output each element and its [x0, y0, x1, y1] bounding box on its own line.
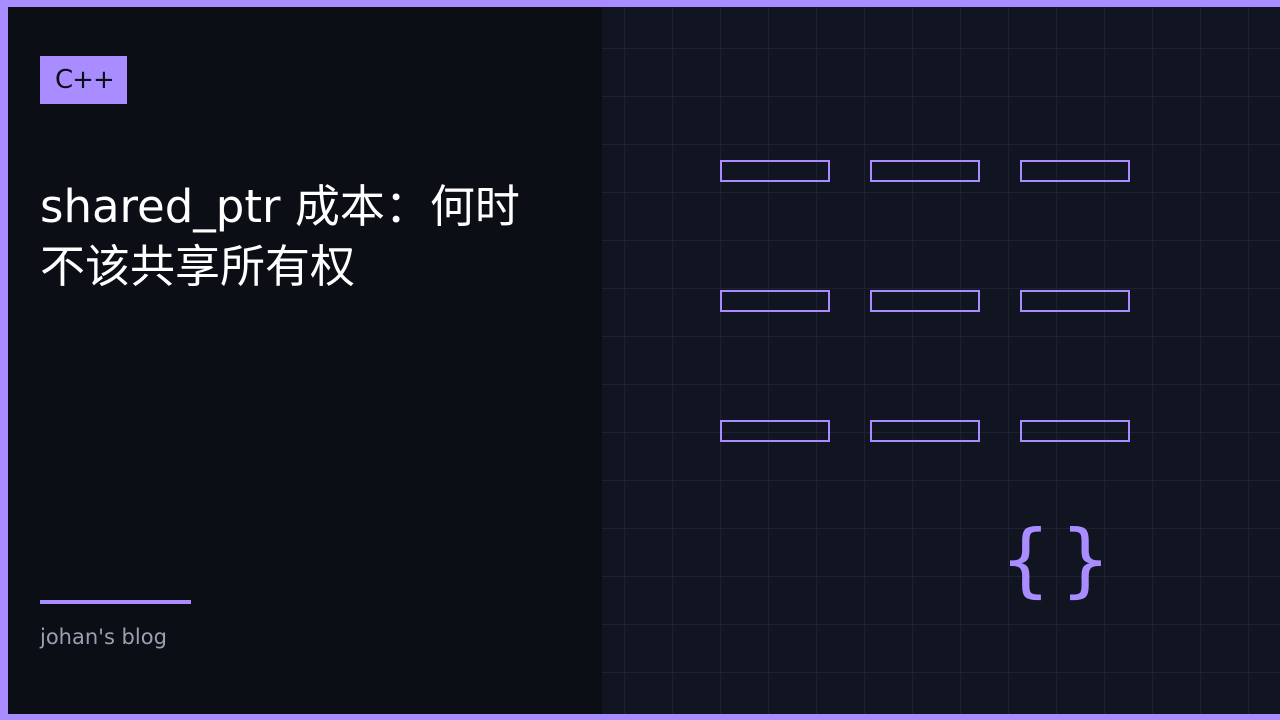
outline-rect-r3c2 [870, 420, 980, 442]
grid-decoration-panel: { } [602, 7, 1280, 714]
outline-rect-r2c3 [1020, 290, 1130, 312]
outline-rect-r2c1 [720, 290, 830, 312]
category-tag: C++ [40, 56, 127, 104]
left-panel: C++ shared_ptr 成本：何时 不该共享所有权 johan's blo… [8, 7, 602, 714]
outline-rect-r3c1 [720, 420, 830, 442]
outline-rect-r2c2 [870, 290, 980, 312]
right-brace-icon: } [1060, 513, 1111, 606]
outline-rect-r3c3 [1020, 420, 1130, 442]
left-brace-icon: { [1000, 513, 1051, 606]
author-name: johan's blog [40, 625, 167, 649]
outline-rect-r1c1 [720, 160, 830, 182]
accent-divider [40, 600, 191, 604]
page-title-line-1: shared_ptr 成本：何时 [40, 180, 520, 233]
outline-rect-r1c3 [1020, 160, 1130, 182]
page-title-line-2: 不该共享所有权 [40, 240, 356, 293]
page-title: shared_ptr 成本：何时 不该共享所有权 [40, 177, 560, 297]
outline-rect-r1c2 [870, 160, 980, 182]
